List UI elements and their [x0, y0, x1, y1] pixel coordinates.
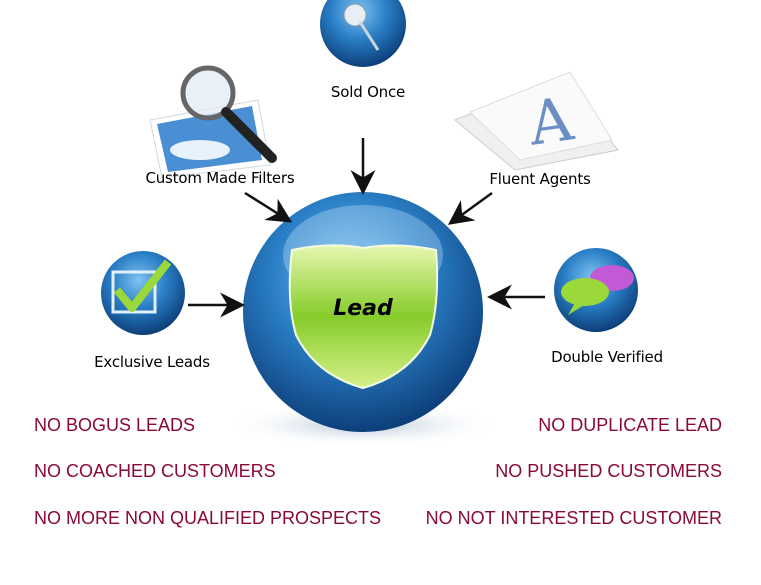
- svg-text:A: A: [523, 84, 577, 160]
- benefit-left: NO COACHED CUSTOMERS: [34, 461, 276, 481]
- chat-bubbles-icon: [554, 248, 638, 332]
- arrow-fluent-agents: [447, 191, 493, 225]
- label-double-verified: Double Verified: [551, 348, 663, 366]
- label-fluent-agents: Fluent Agents: [489, 170, 591, 188]
- lead-label: Lead: [333, 296, 393, 321]
- document-a-icon: A: [454, 71, 619, 171]
- checkmark-icon: [101, 251, 185, 335]
- benefit-right: NO DUPLICATE LEAD: [538, 415, 722, 435]
- pushpin-icon: [320, 0, 406, 67]
- arrow-custom-filters: [244, 191, 293, 223]
- benefit-right: NO NOT INTERESTED CUSTOMER: [425, 508, 722, 528]
- label-custom-made-filters: Custom Made Filters: [145, 169, 295, 187]
- benefit-left: NO BOGUS LEADS: [34, 415, 196, 435]
- shield-icon: [288, 244, 439, 390]
- benefit-right: NO PUSHED CUSTOMERS: [495, 461, 722, 481]
- label-sold-once: Sold Once: [330, 83, 406, 101]
- benefit-left: NO MORE NON QUALIFIED PROSPECTS: [34, 508, 382, 528]
- label-exclusive-leads: Exclusive Leads: [94, 353, 210, 371]
- magnifier-icon: [149, 65, 277, 179]
